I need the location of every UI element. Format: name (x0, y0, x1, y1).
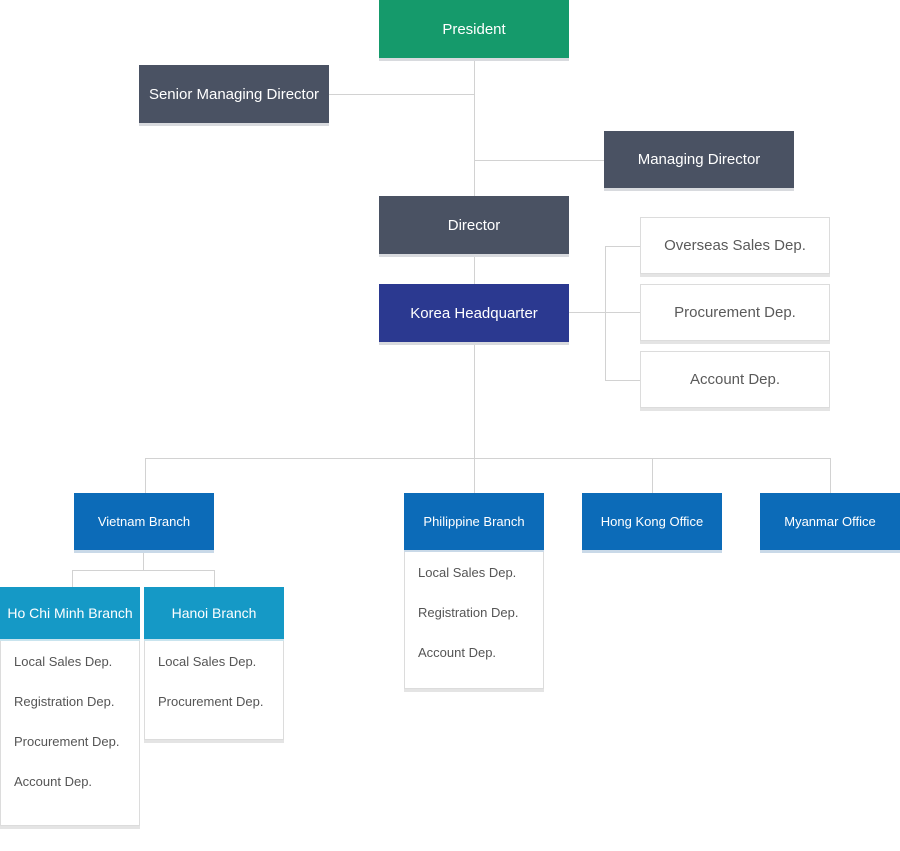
hq-department-label: Procurement Dep. (674, 304, 796, 321)
connector-hq-departments (569, 312, 640, 313)
vietnam-branch-box: Vietnam Branch (74, 493, 214, 550)
senior-managing-director-label: Senior Managing Director (148, 85, 320, 103)
connector-ho-chi-minh (72, 570, 73, 587)
korea-headquarter-label: Korea Headquarter (410, 304, 538, 322)
hanoi-branch-box: Hanoi Branch (144, 587, 284, 639)
ho-chi-minh-departments-list: Local Sales Dep. Registration Dep. Procu… (0, 641, 140, 826)
list-item: Registration Dep. (14, 694, 115, 709)
connector-overseas-sales (605, 246, 640, 247)
director-box: Director (379, 196, 569, 254)
list-item: Local Sales Dep. (418, 565, 517, 580)
director-label: Director (447, 216, 501, 234)
managing-director-label: Managing Director (637, 151, 761, 168)
ho-chi-minh-branch-box: Ho Chi Minh Branch (0, 587, 140, 639)
connector-philippine-branch (474, 458, 475, 493)
hong-kong-office-box: Hong Kong Office (582, 493, 722, 550)
list-item: Local Sales Dep. (14, 654, 113, 669)
president-label: President (442, 20, 506, 38)
connector-vietnam-sub-horizontal (72, 570, 215, 571)
list-item: Procurement Dep. (158, 694, 264, 709)
hanoi-departments-list: Local Sales Dep. Procurement Dep. (144, 641, 284, 740)
korea-headquarter-box: Korea Headquarter (379, 284, 569, 342)
list-item: Procurement Dep. (14, 734, 120, 749)
ho-chi-minh-branch-label: Ho Chi Minh Branch (7, 605, 133, 621)
connector-hanoi (214, 570, 215, 587)
hq-department-label: Account Dep. (689, 371, 781, 388)
senior-managing-director-box: Senior Managing Director (139, 65, 329, 123)
list-item: Account Dep. (418, 645, 497, 660)
philippine-departments-list: Local Sales Dep. Registration Dep. Accou… (404, 552, 544, 689)
connector-vietnam-down (143, 551, 144, 570)
hong-kong-office-label: Hong Kong Office (600, 514, 704, 529)
connector-hong-kong-office (652, 458, 653, 493)
connector-senior-managing-director (328, 94, 474, 95)
connector-managing-director (474, 160, 604, 161)
connector-vietnam-branch (145, 458, 146, 493)
managing-director-box: Managing Director (604, 131, 794, 188)
hq-department-label: Overseas Sales Dep. (664, 237, 806, 254)
myanmar-office-label: Myanmar Office (784, 514, 876, 529)
vietnam-branch-label: Vietnam Branch (97, 514, 191, 529)
list-item: Account Dep. (14, 774, 93, 789)
hanoi-branch-label: Hanoi Branch (171, 605, 257, 621)
connector-myanmar-office (830, 458, 831, 493)
hq-department-procurement: Procurement Dep. (640, 284, 830, 341)
connector-branches-horizontal (145, 458, 831, 459)
president-box: President (379, 0, 569, 58)
list-item: Registration Dep. (418, 605, 519, 620)
connector-account (605, 380, 640, 381)
connector-hq-departments-vertical (605, 246, 606, 380)
myanmar-office-box: Myanmar Office (760, 493, 900, 550)
hq-department-account: Account Dep. (640, 351, 830, 408)
hq-department-overseas-sales: Overseas Sales Dep. (640, 217, 830, 274)
philippine-branch-label: Philippine Branch (423, 514, 525, 529)
connector-main-trunk (474, 58, 475, 459)
list-item: Local Sales Dep. (158, 654, 257, 669)
philippine-branch-box: Philippine Branch (404, 493, 544, 550)
